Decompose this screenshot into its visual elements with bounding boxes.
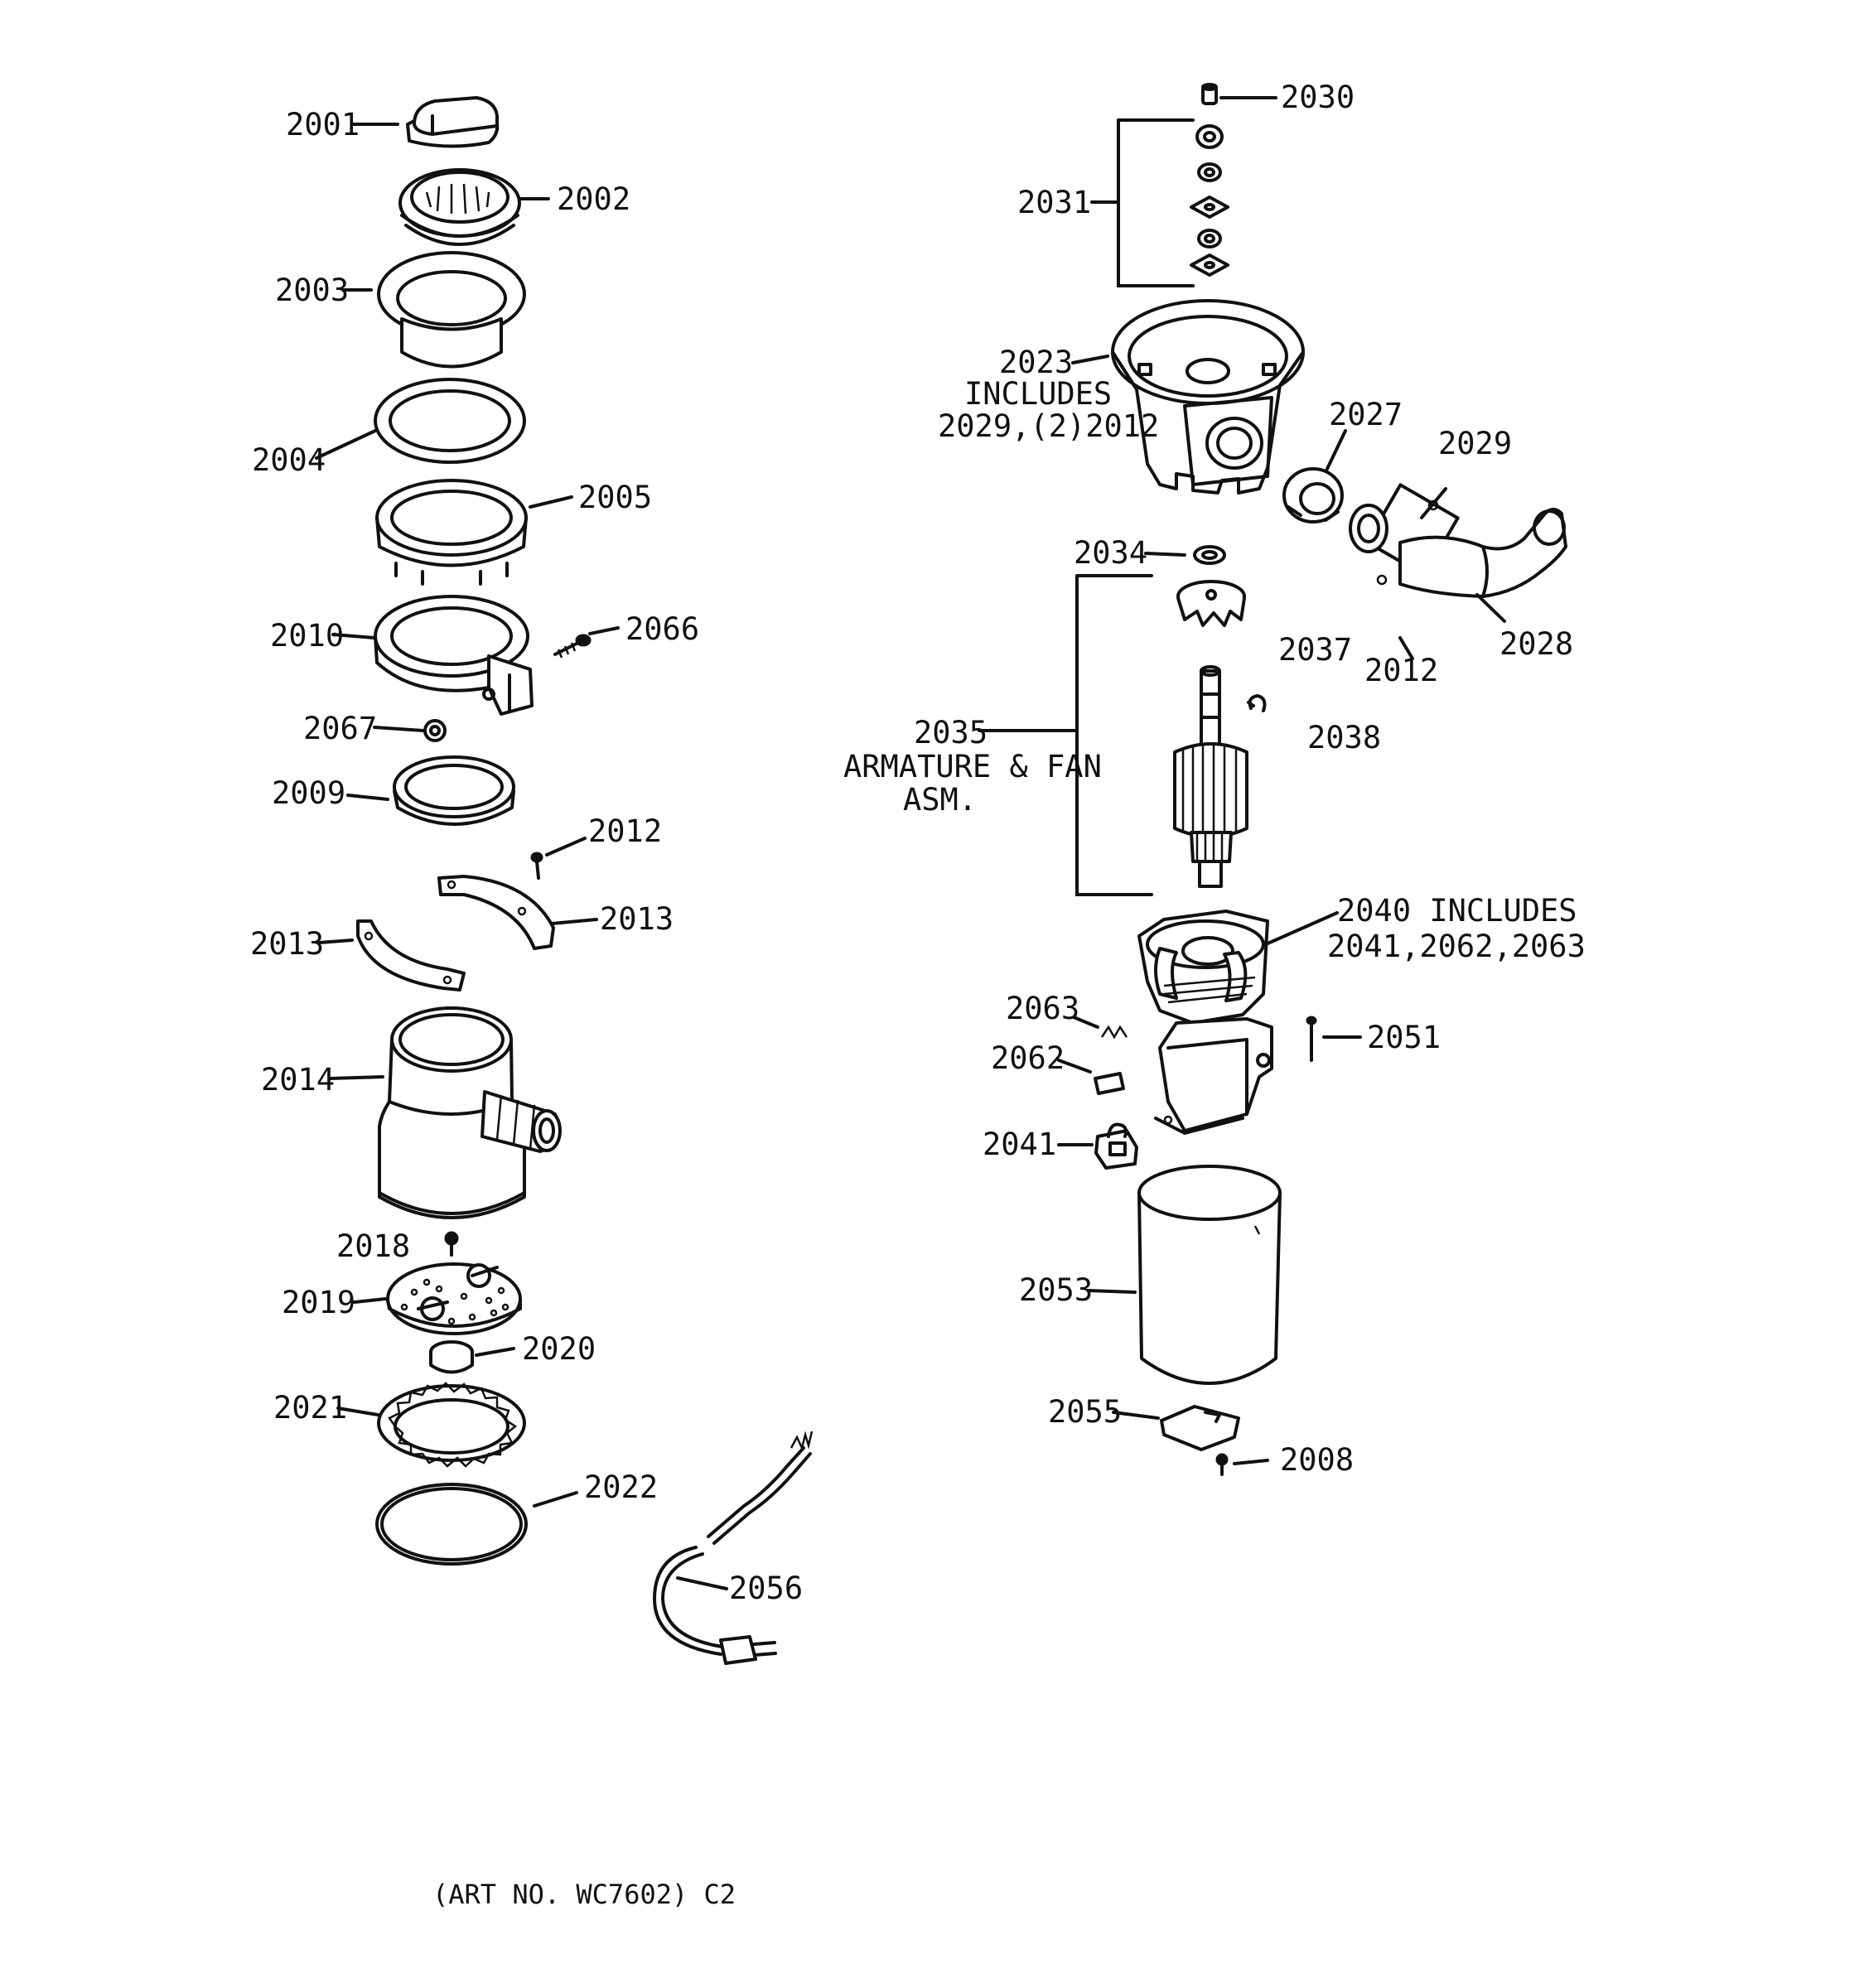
label-2018: 2018 (336, 1228, 410, 1264)
label-2028: 2028 (1499, 626, 1573, 662)
label-2002: 2002 (557, 181, 630, 217)
label-2038: 2038 (1307, 720, 1381, 755)
part-2012-screw-left (530, 852, 543, 880)
part-2030-cap (1201, 83, 1218, 105)
label-2056: 2056 (729, 1571, 803, 1606)
label-2021: 2021 (273, 1390, 347, 1426)
label-2051: 2051 (1367, 1020, 1441, 1055)
part-2031-washer-stack (1190, 124, 1229, 277)
label-2023-parts: 2029,(2)2012 (938, 408, 1159, 444)
label-2019: 2019 (282, 1285, 355, 1320)
label-2035-desc-2: ASM. (903, 782, 977, 818)
part-2041-thermal-protector (1094, 1122, 1138, 1170)
part-2055-cover-plate (1160, 1405, 1240, 1451)
label-2027: 2027 (1329, 397, 1403, 432)
part-2027-grommet (1282, 467, 1344, 524)
label-2041: 2041 (983, 1127, 1056, 1162)
label-2010: 2010 (270, 618, 344, 654)
part-2001-stopper (406, 96, 500, 148)
part-2020-cap (429, 1340, 474, 1374)
label-2022: 2022 (584, 1469, 658, 1505)
label-2034: 2034 (1074, 535, 1147, 571)
part-2062-brush (1094, 1072, 1125, 1095)
part-2013-arc-upper (437, 875, 555, 950)
part-2038-clip (1247, 694, 1267, 712)
label-2055: 2055 (1048, 1394, 1122, 1430)
label-2023-includes: INCLUDES (964, 376, 1112, 412)
label-2035-desc-1: ARMATURE & FAN (843, 749, 1102, 784)
label-2004: 2004 (252, 442, 326, 478)
label-2067: 2067 (303, 711, 377, 746)
label-2031: 2031 (1017, 185, 1091, 220)
part-2005-mounting-ring (375, 479, 528, 586)
label-2014: 2014 (261, 1062, 335, 1098)
label-2035: 2035 (914, 715, 988, 750)
part-2040-motor-stator (1137, 910, 1273, 1135)
part-2035-armature (1173, 665, 1248, 888)
callout-labels: 2001 2002 2003 2004 2005 2010 2066 2067 … (250, 80, 1586, 1910)
label-2012-left: 2012 (588, 813, 662, 849)
part-2003-sink-flange (377, 251, 526, 369)
leader-lines (315, 96, 1506, 1590)
label-2040-parts: 2041,2062,2063 (1327, 929, 1586, 964)
part-2037-fan (1176, 580, 1246, 627)
label-2066: 2066 (625, 611, 699, 647)
label-2040: 2040 INCLUDES (1337, 893, 1577, 929)
label-2020: 2020 (522, 1331, 596, 1367)
part-2009-ring (393, 755, 515, 826)
label-2030: 2030 (1281, 80, 1355, 115)
label-2063: 2063 (1006, 991, 1079, 1026)
label-2008: 2008 (1280, 1442, 1354, 1478)
part-2004-gasket (374, 378, 526, 464)
part-2067-nut (423, 719, 447, 742)
part-2066-screw (553, 634, 592, 659)
part-2028-elbow-pipe (1398, 508, 1567, 598)
part-2008-screw (1215, 1453, 1229, 1476)
part-2051-bolt (1306, 1016, 1317, 1062)
part-2056-power-cord (653, 1431, 814, 1665)
part-2034-washer (1193, 545, 1226, 565)
label-2009: 2009 (272, 775, 345, 811)
label-2005: 2005 (578, 480, 652, 515)
label-2001: 2001 (286, 107, 360, 142)
part-2018-screw (444, 1231, 459, 1257)
part-2010-clamp-ring (374, 595, 534, 716)
label-2053: 2053 (1019, 1272, 1093, 1308)
label-2029: 2029 (1438, 426, 1512, 461)
part-2014-hopper (378, 1006, 562, 1219)
label-2012-right: 2012 (1364, 653, 1438, 688)
part-2053-outer-shell (1137, 1165, 1282, 1385)
part-2019-grind-plate (386, 1262, 522, 1335)
label-2003: 2003 (275, 273, 349, 308)
label-2013-lower: 2013 (250, 926, 324, 962)
part-2063-spring (1100, 1025, 1128, 1040)
label-2013-upper: 2013 (600, 901, 674, 937)
part-2022-o-ring (375, 1483, 528, 1566)
label-2037: 2037 (1278, 632, 1352, 668)
label-2023: 2023 (999, 345, 1073, 380)
part-2002-strainer (398, 168, 521, 246)
part-2023-upper-housing (1111, 299, 1305, 495)
art-number-caption: (ART NO. WC7602) C2 (432, 1879, 736, 1910)
label-2062: 2062 (991, 1040, 1065, 1076)
part-2013-arc-lower (356, 919, 466, 992)
part-2021-shredder-ring (377, 1382, 526, 1468)
